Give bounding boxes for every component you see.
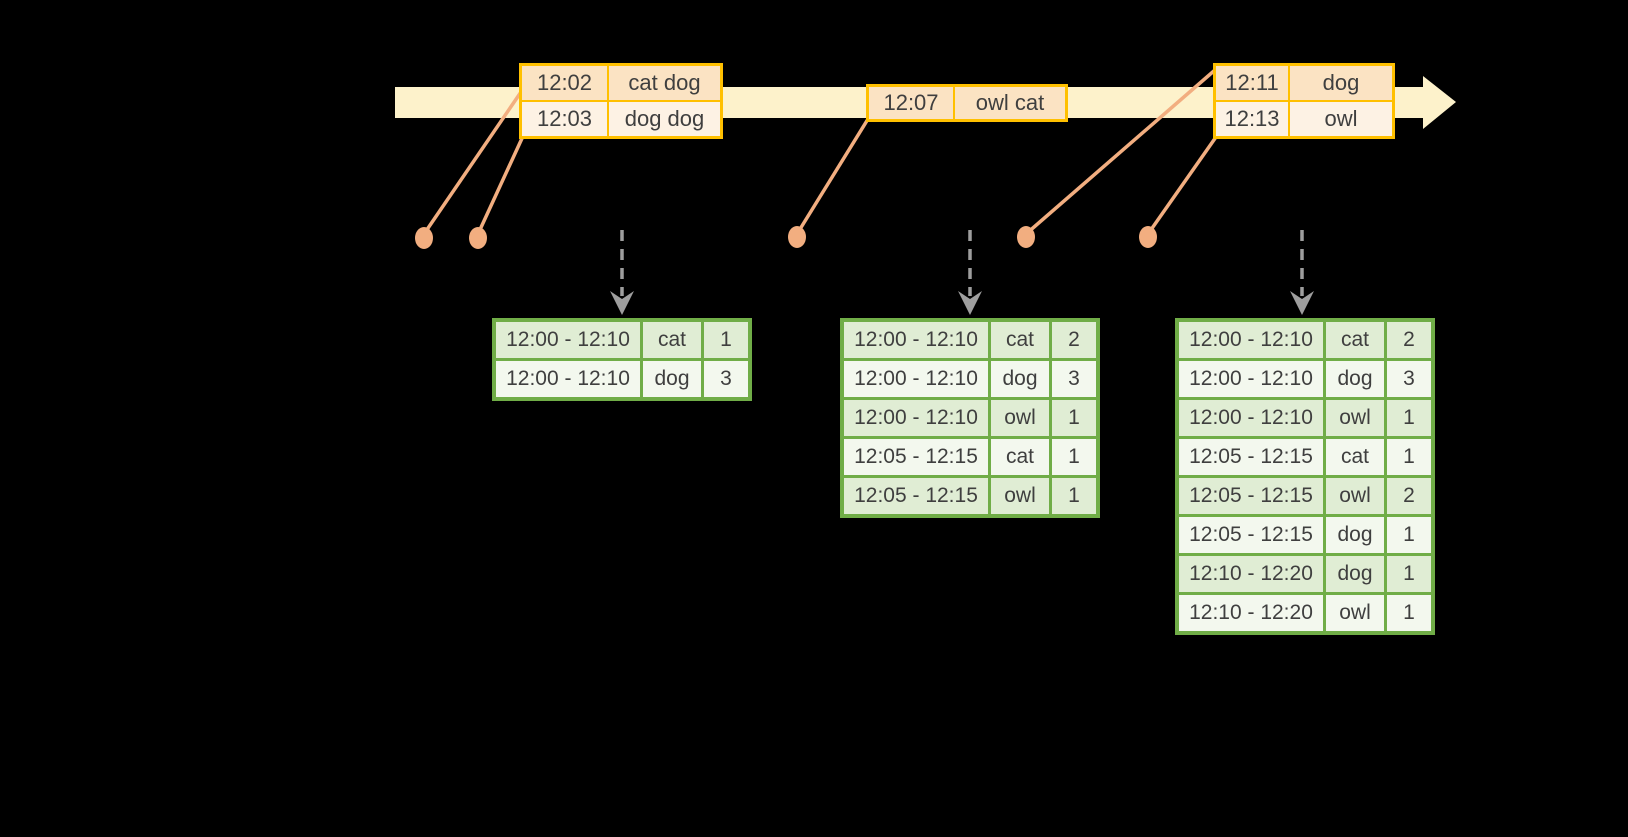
table-cell: 12:00 - 12:10 [844, 322, 988, 358]
table-cell: 1 [1387, 400, 1431, 436]
table-cell: owl [991, 400, 1049, 436]
table-cell: owl [991, 478, 1049, 514]
table-cell: 3 [1052, 361, 1096, 397]
event-dot [1017, 226, 1035, 248]
table-cell: 12:05 - 12:15 [844, 478, 988, 514]
table-cell: dog [1326, 361, 1384, 397]
table-cell: 1 [1387, 517, 1431, 553]
table-cell: dog [643, 361, 701, 397]
event-connector-line [795, 118, 870, 235]
table-cell: 12:02 [522, 66, 607, 100]
table-cell: 3 [704, 361, 748, 397]
event-dot [415, 227, 433, 249]
table-cell: 12:13 [1216, 102, 1288, 136]
table-cell: dog [991, 361, 1049, 397]
table-cell: 12:10 - 12:20 [1179, 595, 1323, 631]
table-cell: 12:11 [1216, 66, 1288, 100]
event-connector-line [1024, 68, 1217, 236]
table-cell: owl [1326, 478, 1384, 514]
table-cell: 12:00 - 12:10 [496, 361, 640, 397]
event-dots [415, 226, 1157, 249]
table-cell: 12:00 - 12:10 [1179, 322, 1323, 358]
event-dot [469, 227, 487, 249]
table-cell: 12:00 - 12:10 [844, 400, 988, 436]
table-cell: dog [1326, 556, 1384, 592]
event-connector-line [1146, 135, 1218, 236]
table-cell: 12:05 - 12:15 [1179, 517, 1323, 553]
table-cell: 1 [1387, 439, 1431, 475]
table-cell: owl [1290, 102, 1392, 136]
arrow-down-icon [958, 291, 982, 315]
table-cell: 12:07 [869, 87, 953, 119]
table-cell: dog [1290, 66, 1392, 100]
table-cell: 12:05 - 12:15 [844, 439, 988, 475]
event-connector-line [422, 91, 523, 235]
table-cell: 2 [1052, 322, 1096, 358]
table-cell: cat [643, 322, 701, 358]
table-cell: 1 [704, 322, 748, 358]
table-cell: cat dog [609, 66, 720, 100]
table-cell: 12:10 - 12:20 [1179, 556, 1323, 592]
table-cell: 12:05 - 12:15 [1179, 439, 1323, 475]
table-cell: 12:00 - 12:10 [1179, 361, 1323, 397]
table-cell: 1 [1052, 400, 1096, 436]
table-cell: dog [1326, 517, 1384, 553]
table-cell: 12:05 - 12:15 [1179, 478, 1323, 514]
table-cell: 2 [1387, 322, 1431, 358]
table-cell: owl [1326, 400, 1384, 436]
table-cell: 12:00 - 12:10 [496, 322, 640, 358]
table-cell: 1 [1387, 556, 1431, 592]
timeline-arrowhead-icon [1423, 76, 1456, 129]
trigger-arrowheads [610, 291, 1314, 315]
table-cell: owl cat [955, 87, 1065, 119]
table-cell: 1 [1387, 595, 1431, 631]
arrow-down-icon [1290, 291, 1314, 315]
table-cell: cat [991, 322, 1049, 358]
table-cell: cat [991, 439, 1049, 475]
table-cell: 3 [1387, 361, 1431, 397]
event-connector-line [476, 133, 526, 235]
arrow-down-icon [610, 291, 634, 315]
table-cell: 12:00 - 12:10 [844, 361, 988, 397]
table-cell: 1 [1052, 439, 1096, 475]
event-connector-lines [422, 68, 1218, 236]
event-dot [788, 226, 806, 248]
table-cell: cat [1326, 439, 1384, 475]
table-cell: dog dog [609, 102, 720, 136]
table-cell: owl [1326, 595, 1384, 631]
table-cell: cat [1326, 322, 1384, 358]
table-cell: 2 [1387, 478, 1431, 514]
table-cell: 1 [1052, 478, 1096, 514]
trigger-arrows [620, 230, 1304, 296]
table-cell: 12:03 [522, 102, 607, 136]
table-cell: 12:00 - 12:10 [1179, 400, 1323, 436]
event-dot [1139, 226, 1157, 248]
